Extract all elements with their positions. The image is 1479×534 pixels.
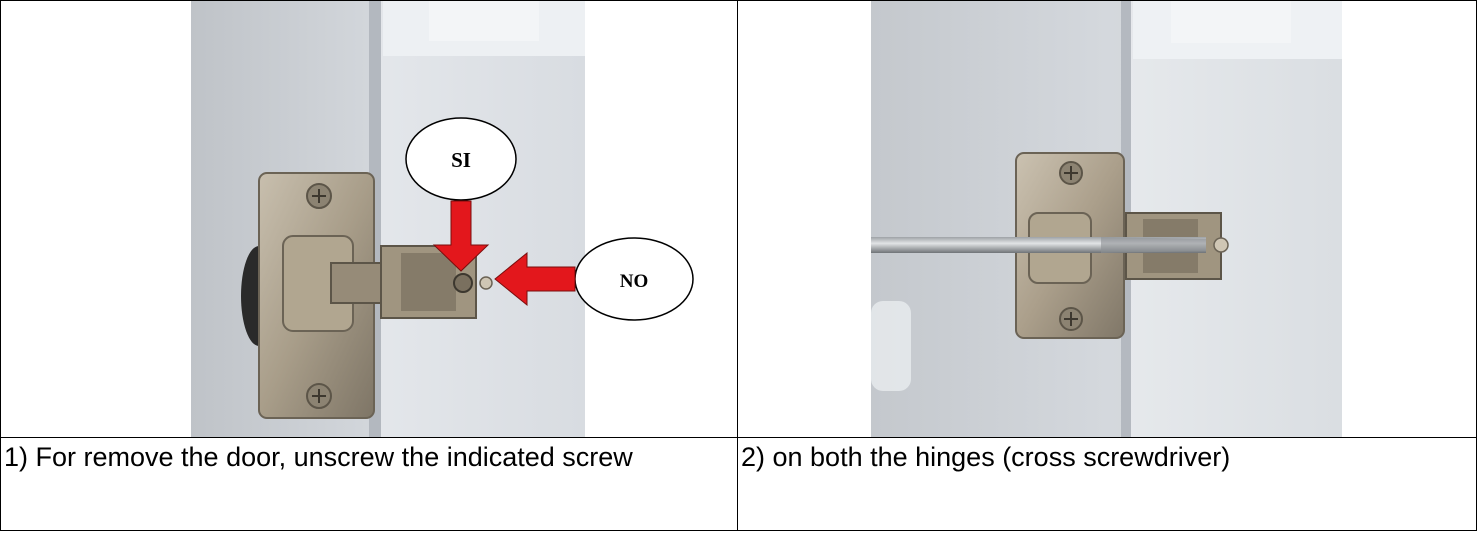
step-2-photo-cell — [737, 0, 1477, 438]
yes-callout-bubble — [405, 117, 517, 201]
step-2-caption-cell: 2) on both the hinges (cross screwdriver… — [737, 437, 1477, 531]
callout-overlay: SI NO — [405, 117, 694, 321]
no-callout-label: NO — [620, 271, 649, 292]
yes-callout-label: SI — [451, 148, 471, 172]
step-1-photo-cell: SI NO — [0, 0, 738, 438]
step-1-caption-cell: 1) For remove the door, unscrew the indi… — [0, 437, 738, 531]
yes-arrow-down — [432, 200, 490, 272]
step-2-photo — [871, 1, 1342, 437]
screwdriver-on-hinge-photo — [871, 1, 1342, 437]
step-2-caption: 2) on both the hinges (cross screwdriver… — [741, 442, 1231, 472]
no-arrow-left — [494, 251, 576, 307]
step-1-caption: 1) For remove the door, unscrew the indi… — [4, 442, 633, 472]
